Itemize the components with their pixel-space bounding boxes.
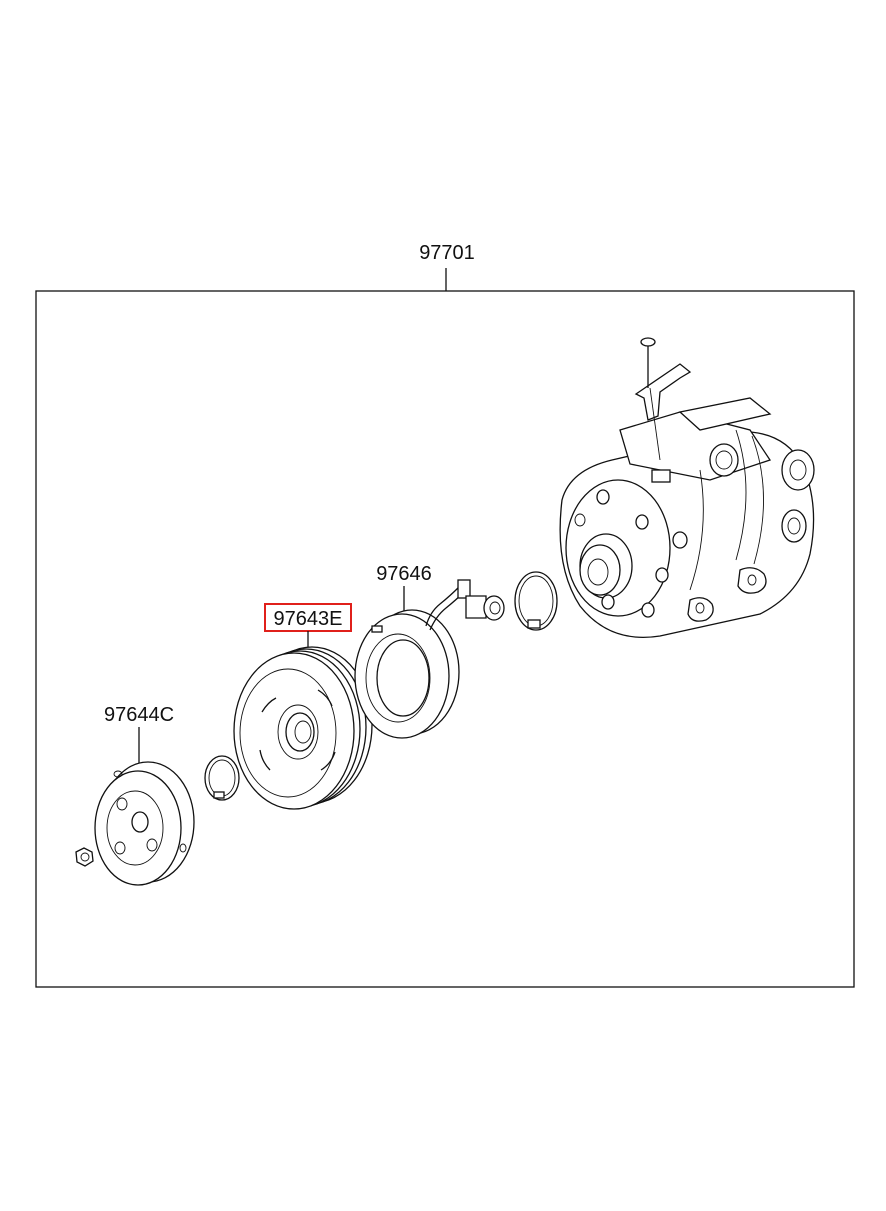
clutch-hub-drawing [94, 761, 195, 886]
part-label-97646[interactable]: 97646 [376, 563, 432, 585]
part-label-97644C[interactable]: 97644C [104, 704, 174, 726]
snap-ring-small-drawing [204, 755, 240, 801]
pulley-drawing [233, 646, 373, 810]
nut-drawing [75, 847, 94, 867]
compressor-drawing [559, 337, 815, 639]
snap-ring-large-drawing [514, 571, 558, 631]
part-label-97643E[interactable]: 97643E [274, 608, 343, 630]
field-coil-drawing [354, 579, 505, 739]
assembly-frame [35, 290, 855, 988]
assembly-label-97701[interactable]: 97701 [419, 242, 475, 264]
